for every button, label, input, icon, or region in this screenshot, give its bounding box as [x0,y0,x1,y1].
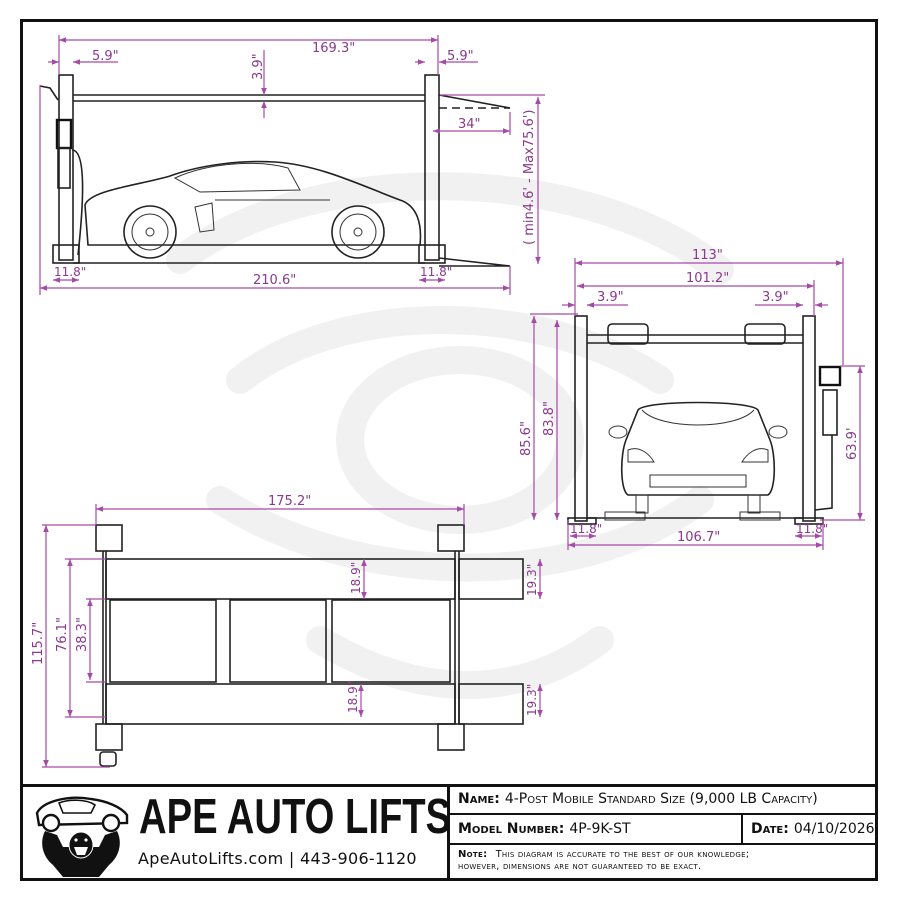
cell-divider [741,815,743,843]
dim-overall-height: 85.6" [519,421,534,456]
note-label: Note: [458,849,488,860]
dim-front-base-left: 11.8" [570,522,602,536]
brand-phone[interactable]: 443-906-1120 [299,849,417,868]
car-front-icon [604,401,788,521]
model-value: 4P-9K-ST [569,821,631,837]
name-row: Name: 4-Post Mobile Standard Size (9,000… [450,784,878,815]
dim-runway-width-top: 18.9" [349,562,363,594]
dim-height-range: ( min4.6' - Max75.6') [522,110,537,245]
dim-runway-width-bottom: 18.9" [346,681,360,713]
car-side-icon [84,160,422,259]
gorilla-lifting-car-logo-icon [35,796,129,877]
dim-post-to-post: 101.2" [686,271,729,286]
brand-contact: ApeAutoLifts.com | 443-906-1120 [138,849,417,868]
date-value: 04/10/2026 [793,821,875,837]
dim-runway-inner: 38.3" [75,617,90,652]
dim-overall-width: 113" [692,248,723,263]
dim-ramp-length: 34" [458,117,481,132]
dim-power-unit-height: 63.9' [845,427,860,460]
drawing-frame [20,19,878,881]
dim-runway-outer: 76.1" [55,617,70,652]
note-text-line-2: however, dimensions are not guaranteed t… [458,861,702,872]
dim-post-height: 83.8" [542,401,557,436]
top-view: 175.2" 115.7" 76.1" 38.3" 18.9" 18.9" 19… [31,494,543,768]
gorilla-watermark-icon [166,172,734,699]
brand-name: APE AUTO LIFTS [139,790,452,844]
brand-block: APE AUTO LIFTS ApeAutoLifts.com | 443-90… [23,787,451,878]
note-row: Note: This diagram is accurate to the be… [450,845,878,878]
front-view: 113" 101.2" 3.9" 3.9" 85.6" 83.8" 63.9' … [519,248,865,550]
dim-overall-length: 210.6" [253,273,296,288]
dim-post-width-right: 5.9" [447,49,474,64]
note-text-line-1: This diagram is accurate to the best of … [495,849,750,860]
dim-front-base-right: 11.8" [796,522,828,536]
dim-base-left: 11.8" [54,265,86,279]
dim-base-right: 11.8" [420,265,452,279]
dim-post-left: 3.9" [597,290,624,305]
model-label: Model Number: [458,821,565,837]
dim-post-width-left: 5.9" [92,49,119,64]
dim-ramp-width-top: 19.3" [525,564,539,596]
model-date-row: Model Number: 4P-9K-ST Date: 04/10/2026 [450,815,878,845]
dim-post-right: 3.9" [762,290,789,305]
brand-website[interactable]: ApeAutoLifts.com [138,849,284,868]
name-label: Name: [458,790,500,807]
name-value: 4-Post Mobile Standard Size (9,000 LB Ca… [504,790,818,807]
info-block: Name: 4-Post Mobile Standard Size (9,000… [447,784,878,881]
dim-inner-span: 169.3" [312,41,355,56]
dim-ramp-width-bottom: 19.3" [525,684,539,716]
dim-top-overall-length: 175.2" [268,494,311,509]
dim-inner-width: 106.7" [677,530,720,545]
date-label: Date: [751,821,789,837]
contact-separator: | [288,849,295,868]
side-view: 169.3" 5.9" 5.9" 3.9" 34" ( min4.6' - Ma… [39,35,545,295]
dim-top-overall-width: 115.7" [31,622,46,665]
dim-runway-thickness: 3.9" [251,53,266,80]
